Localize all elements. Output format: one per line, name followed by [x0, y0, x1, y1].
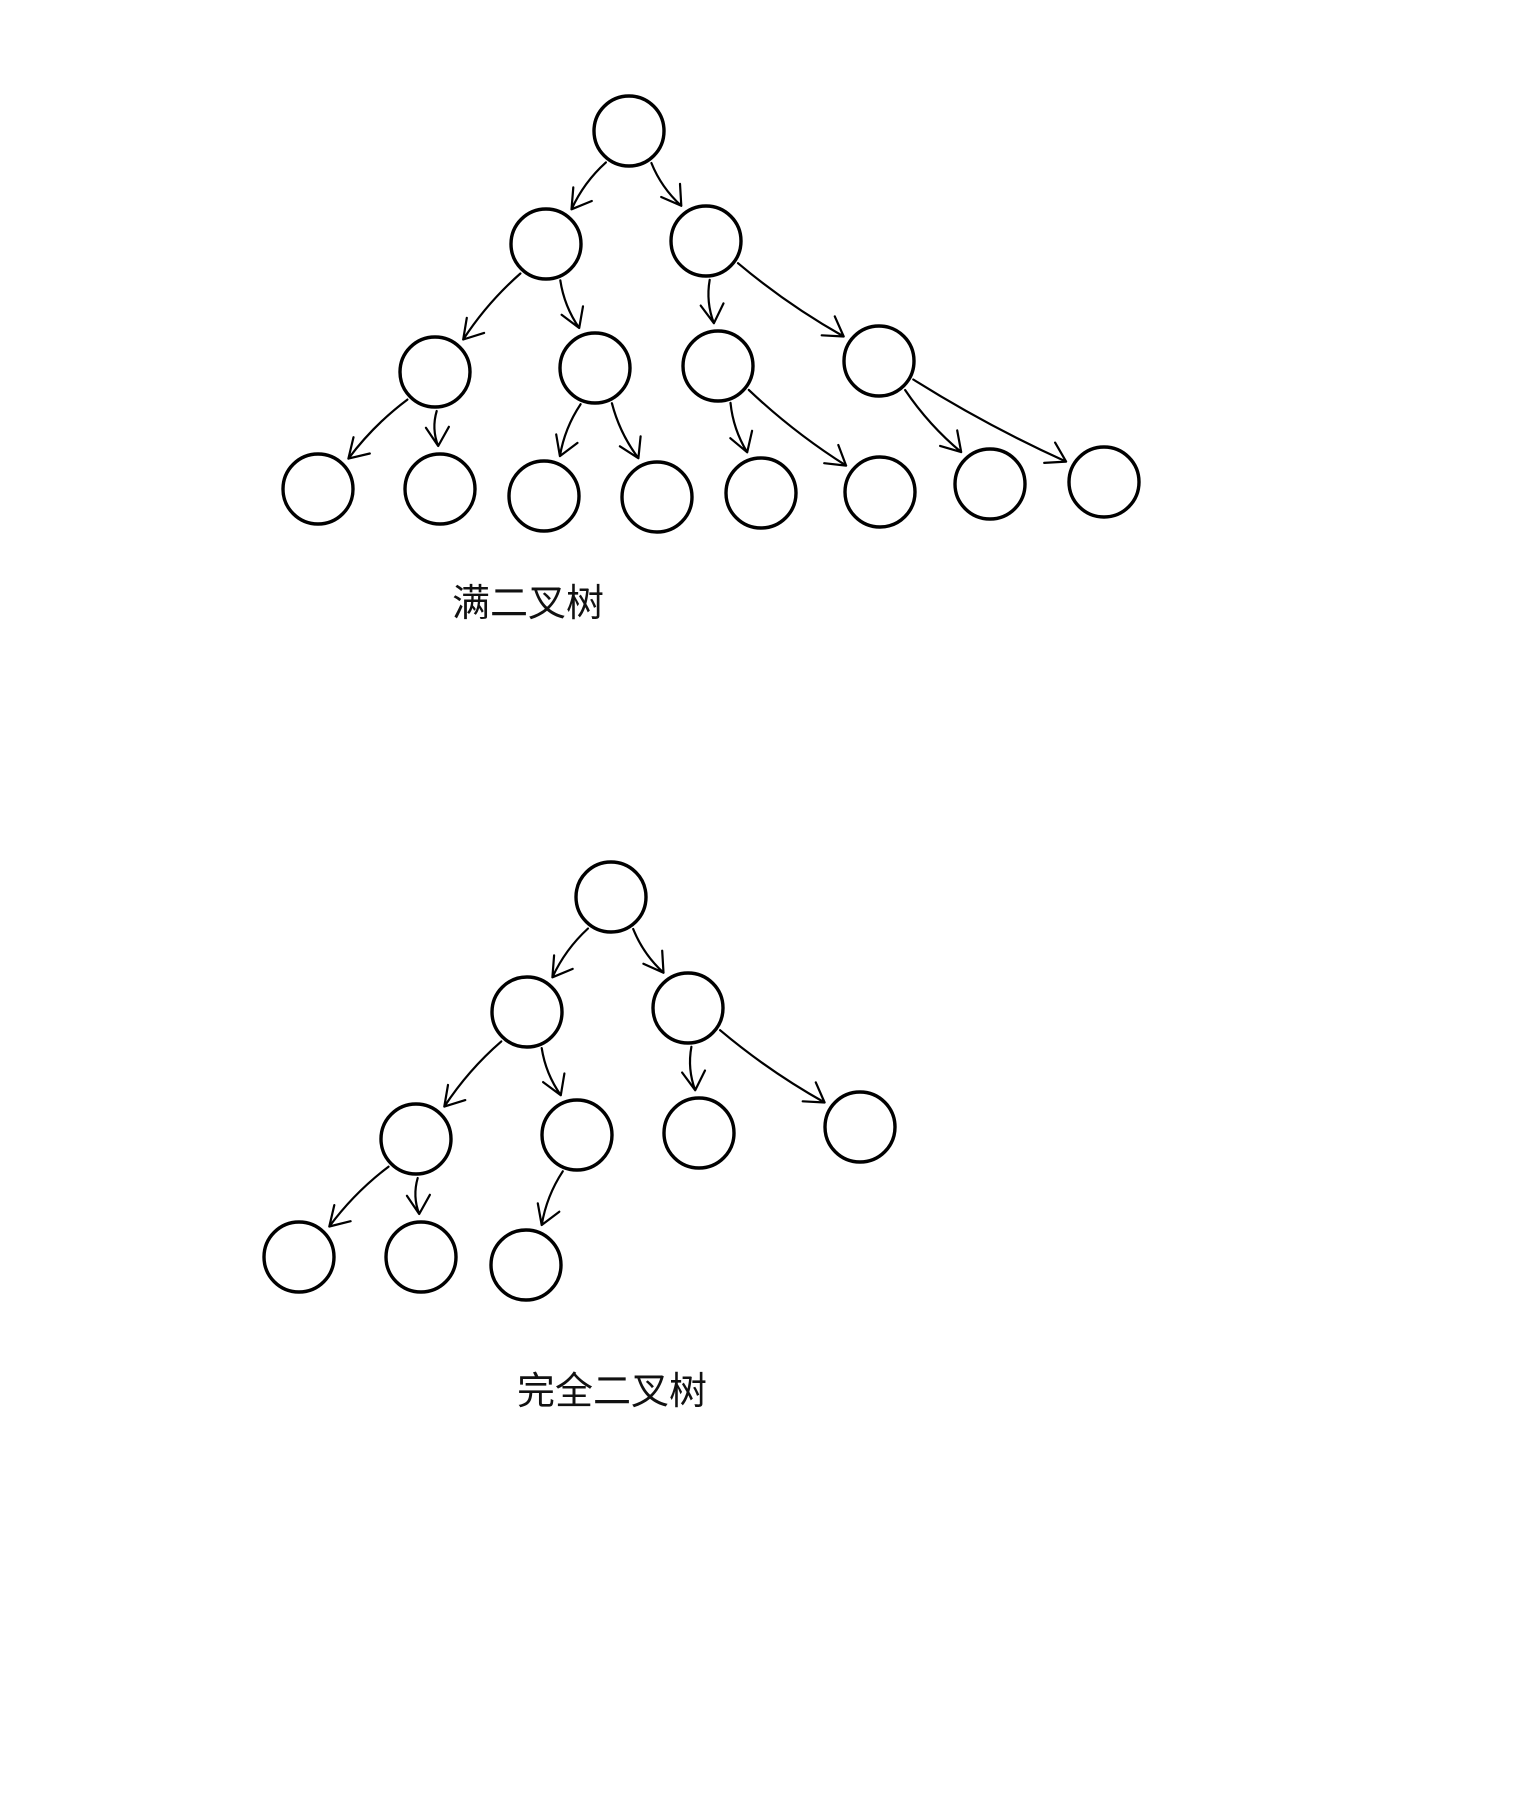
- complete-tree-edge-3-0: [328, 1165, 390, 1228]
- full-tree-edge-3-4: [729, 401, 754, 454]
- full-tree-edge-1-1: [650, 161, 683, 207]
- full-tree-edge-2-0: [462, 272, 522, 341]
- full-tree-node-3-6: [953, 447, 1027, 521]
- complete-tree-edge-3-2: [536, 1170, 564, 1227]
- complete-tree-node-2-3: [823, 1090, 897, 1164]
- full-tree-node-3-5: [843, 455, 917, 529]
- full-tree-node-3-2: [507, 459, 581, 533]
- full-tree-edge-3-6: [904, 388, 963, 454]
- full-binary-tree: [281, 94, 1141, 534]
- full-tree-node-2-3: [842, 324, 916, 398]
- complete-tree-edge-2-3: [719, 1029, 826, 1104]
- complete-tree-edge-1-1: [632, 927, 665, 974]
- complete-binary-tree-caption: 完全二叉树: [517, 1369, 708, 1413]
- complete-tree-node-3-0: [262, 1220, 336, 1294]
- full-tree-edge-1-0: [570, 161, 607, 211]
- full-tree-edge-2-1: [559, 279, 585, 330]
- full-tree-node-2-1: [558, 331, 632, 405]
- full-tree-node-0-0: [592, 94, 666, 168]
- full-tree-edge-3-0: [347, 398, 409, 460]
- complete-tree-edge-2-0: [443, 1040, 503, 1108]
- full-tree-node-3-0: [281, 452, 355, 526]
- complete-tree-node-3-1: [384, 1220, 458, 1294]
- complete-tree-edge-3-1: [405, 1176, 431, 1216]
- full-tree-node-2-0: [398, 335, 472, 409]
- full-tree-node-3-3: [620, 460, 694, 534]
- full-tree-node-3-7: [1067, 445, 1141, 519]
- full-tree-node-1-0: [509, 207, 583, 281]
- full-tree-edge-2-3: [736, 262, 845, 338]
- complete-tree-node-2-2: [662, 1096, 736, 1170]
- full-tree-edge-3-5: [747, 388, 848, 467]
- complete-tree-node-1-1: [651, 971, 725, 1045]
- complete-tree-node-0-0: [574, 860, 648, 934]
- full-tree-node-2-2: [681, 329, 755, 403]
- complete-binary-tree: [262, 860, 897, 1302]
- full-tree-edge-3-2: [555, 403, 582, 458]
- complete-tree-node-2-0: [379, 1102, 453, 1176]
- full-tree-edge-3-7: [912, 378, 1068, 464]
- complete-tree-edge-1-0: [551, 927, 590, 979]
- complete-tree-node-1-0: [490, 975, 564, 1049]
- full-tree-edge-2-2: [699, 278, 725, 325]
- full-tree-edge-3-1: [424, 409, 450, 448]
- full-tree-node-1-1: [669, 204, 743, 278]
- full-tree-edge-3-3: [610, 402, 642, 460]
- complete-tree-node-3-2: [489, 1228, 563, 1302]
- complete-tree-edge-2-2: [681, 1045, 707, 1092]
- complete-tree-edge-2-1: [540, 1047, 566, 1097]
- complete-tree-node-2-1: [540, 1098, 614, 1172]
- full-tree-node-3-4: [724, 456, 798, 530]
- full-tree-node-3-1: [403, 452, 477, 526]
- full-binary-tree-caption: 满二叉树: [452, 581, 605, 625]
